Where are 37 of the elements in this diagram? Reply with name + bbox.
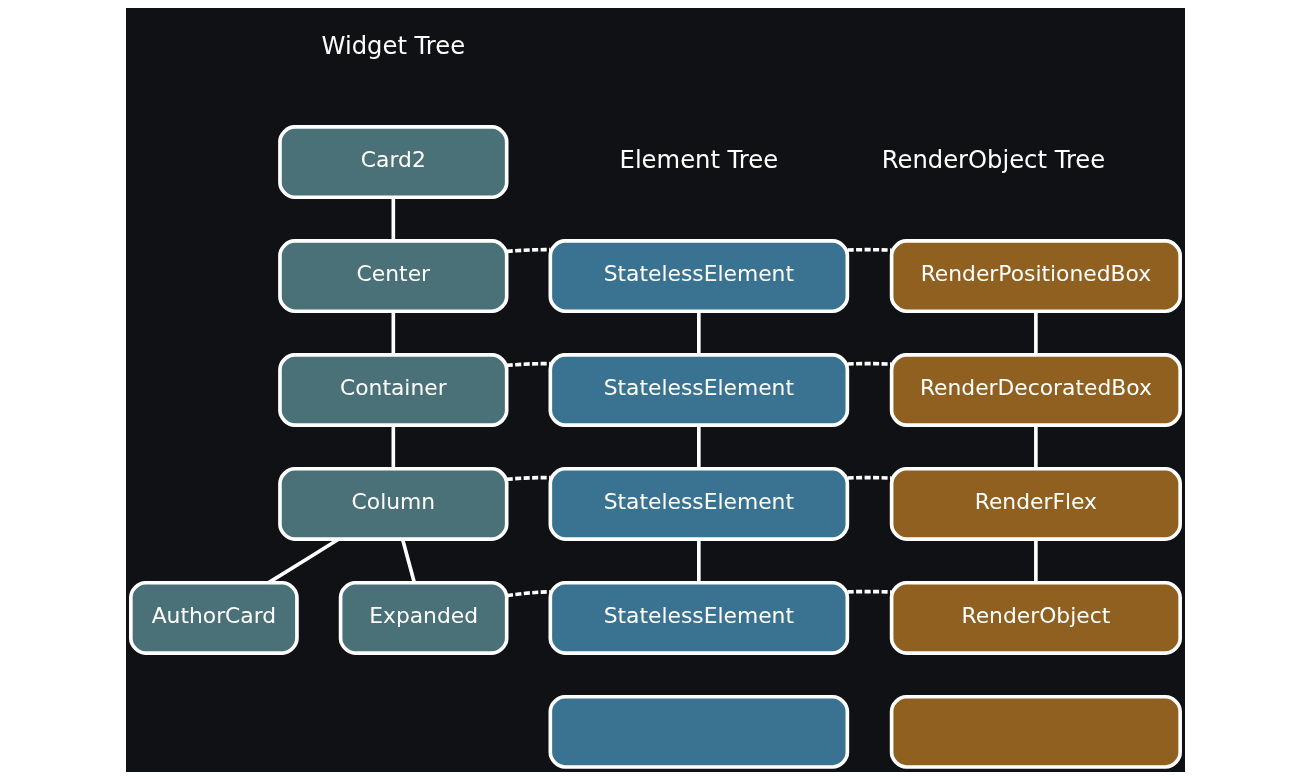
- connector: [400, 538, 416, 583]
- node-box: RenderPositionedBox: [889, 239, 1182, 313]
- connector: [506, 361, 550, 368]
- node-box: Center: [277, 239, 508, 313]
- node-box: StatelessElement: [548, 467, 849, 541]
- node-box: Container: [277, 353, 508, 427]
- connector: [847, 589, 891, 594]
- connector: [1033, 539, 1038, 583]
- node-box: RenderFlex: [889, 467, 1182, 541]
- connector: [391, 425, 395, 469]
- label: RenderObject Tree: [881, 145, 1105, 175]
- node-box: Column: [277, 467, 508, 541]
- node-box: [548, 694, 849, 769]
- node-box: Expanded: [338, 580, 508, 655]
- connector: [847, 361, 891, 366]
- connector: [847, 475, 891, 480]
- node-box: RenderObject: [889, 580, 1182, 655]
- node-box: RenderDecoratedBox: [889, 353, 1182, 427]
- connector: [506, 475, 550, 482]
- node-box: [889, 694, 1182, 769]
- node-box: StatelessElement: [548, 580, 849, 655]
- connector: [847, 247, 891, 252]
- connector: [506, 247, 550, 254]
- label: Widget Tree: [321, 31, 465, 61]
- connector: [506, 589, 550, 598]
- connector: [696, 425, 701, 469]
- connector: [696, 539, 701, 583]
- connector: [391, 311, 395, 355]
- node-box: StatelessElement: [548, 353, 849, 427]
- node-box: StatelessElement: [548, 239, 849, 313]
- label: Element Tree: [619, 145, 778, 175]
- node-box: Card2: [277, 125, 508, 200]
- connector: [391, 197, 395, 241]
- node-box: AuthorCard: [128, 580, 299, 655]
- connector: [696, 311, 701, 355]
- connector: [1033, 425, 1038, 469]
- connector: [1033, 311, 1038, 355]
